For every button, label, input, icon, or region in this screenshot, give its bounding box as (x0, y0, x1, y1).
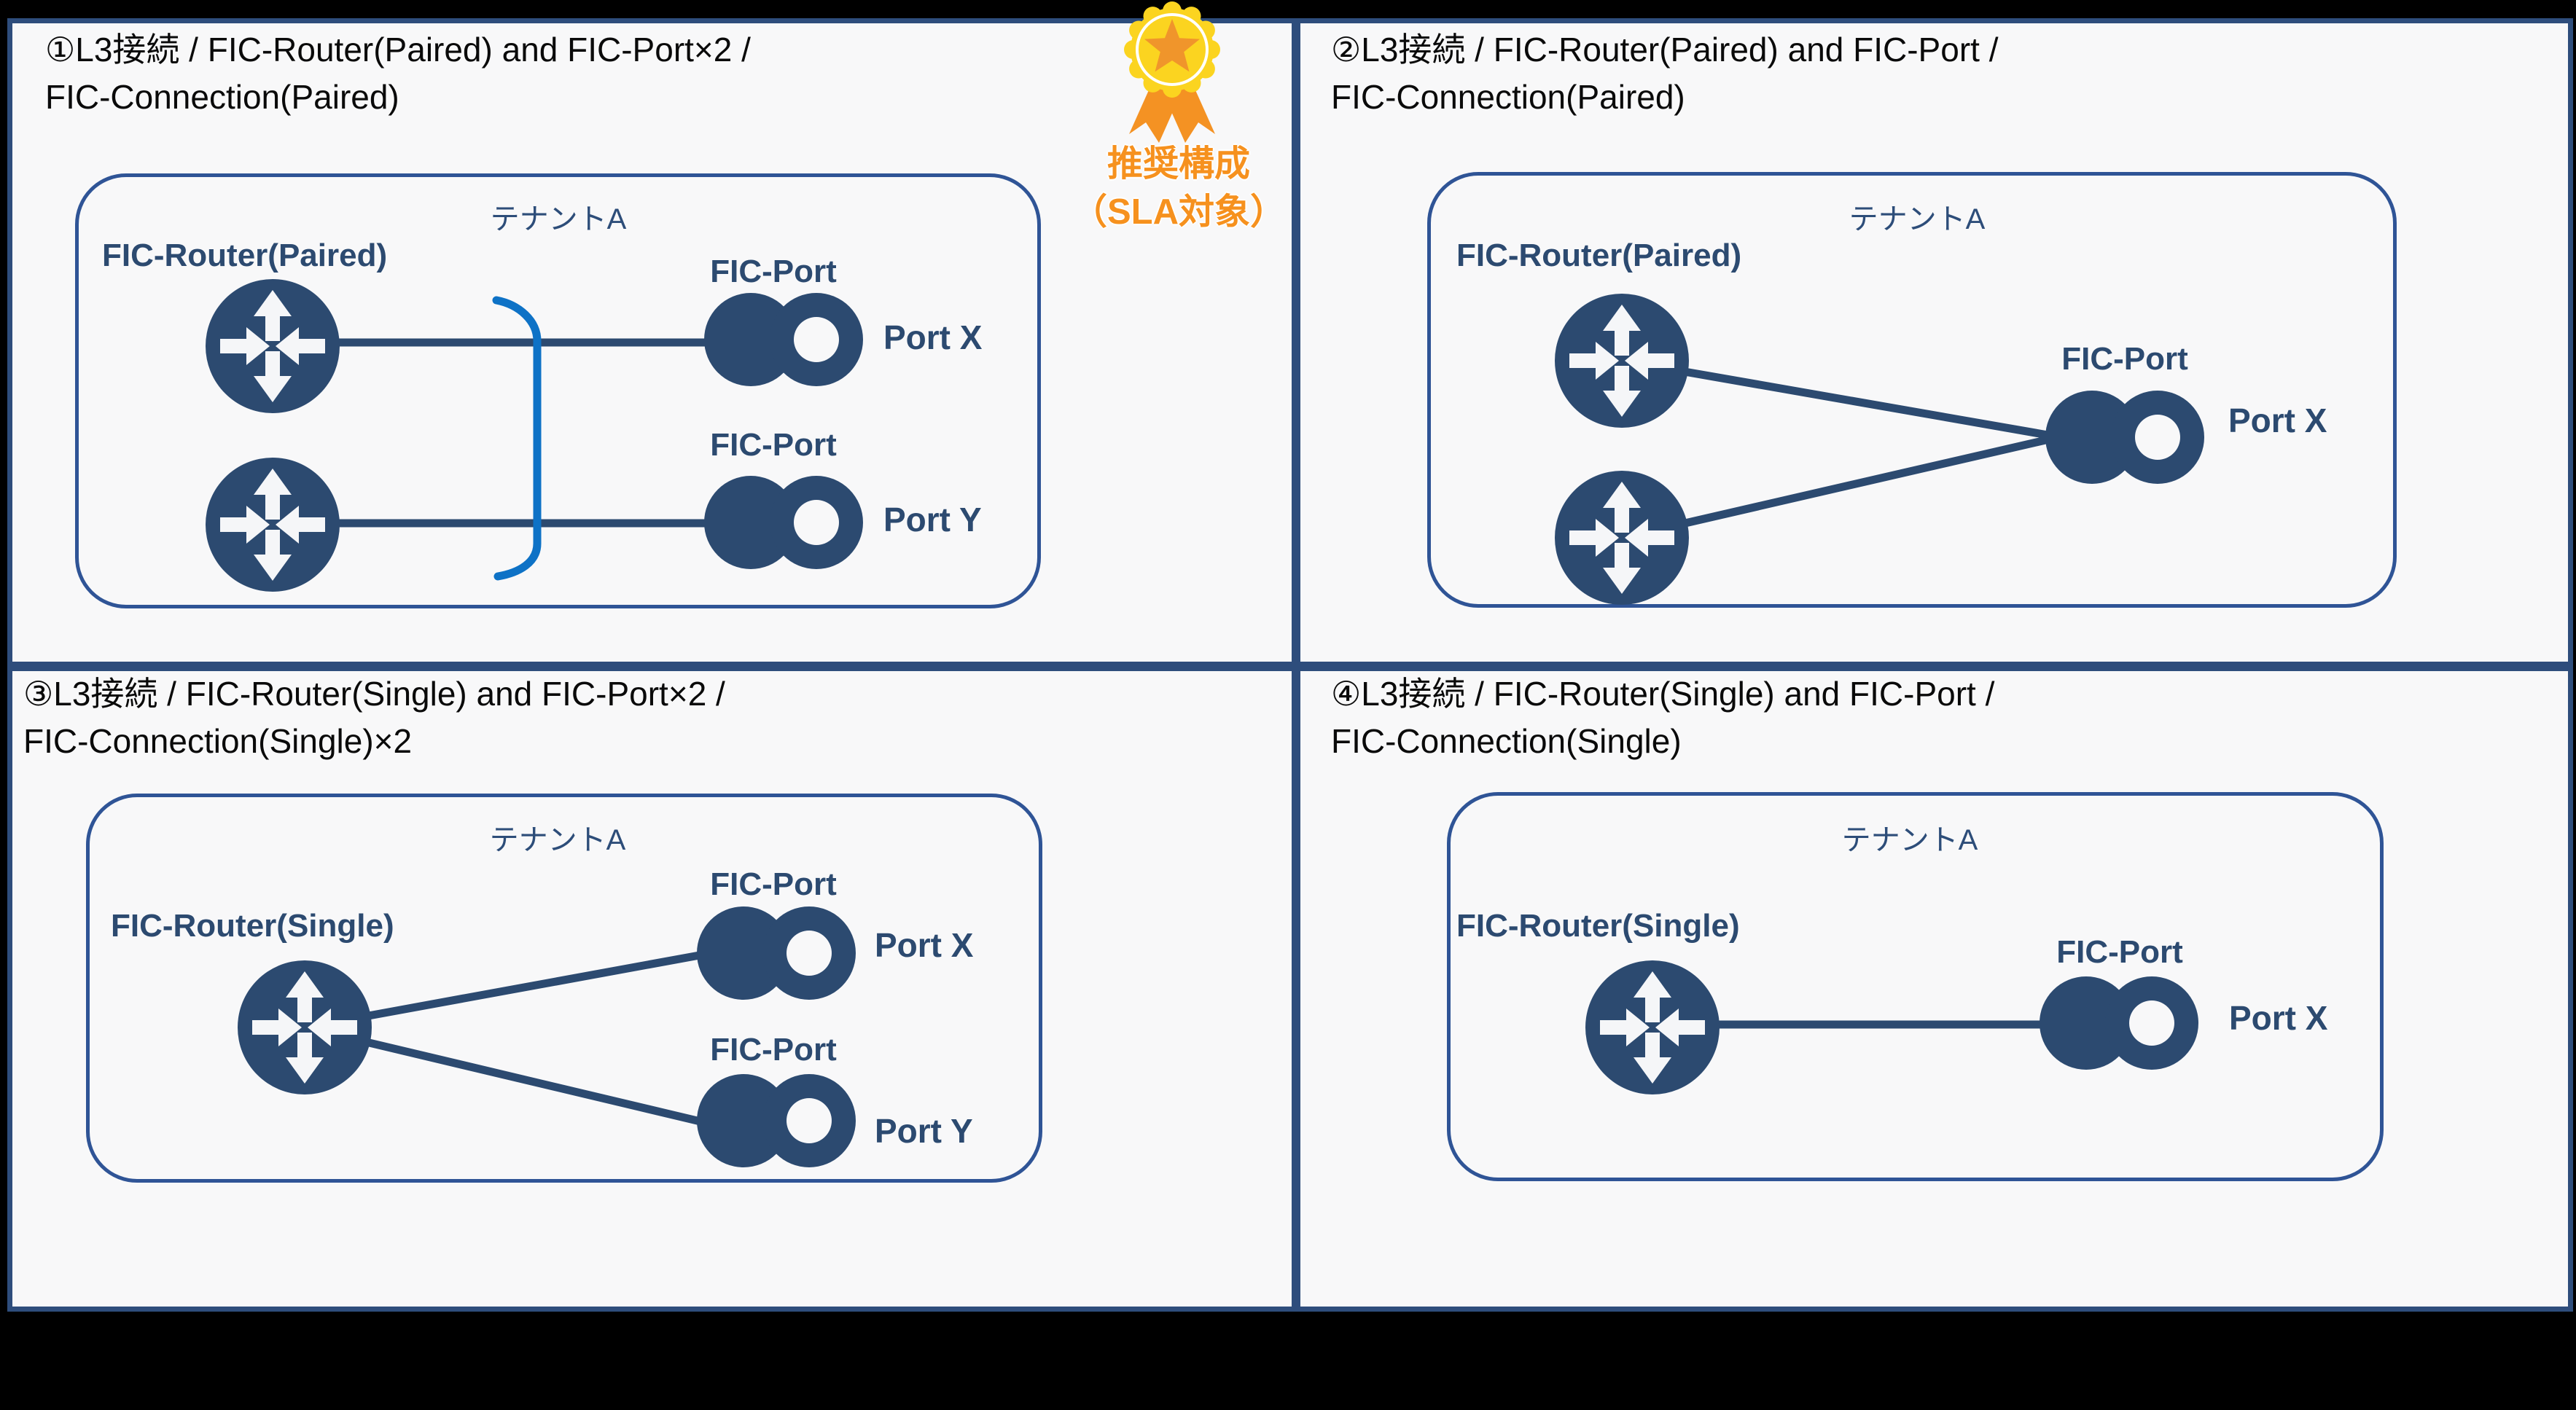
panel-4-title-line1: ④L3接続 / FIC-Router(Single) and FIC-Port … (1331, 675, 1995, 713)
router-label: FIC-Router(Single) (1456, 908, 1740, 944)
horizontal-divider (7, 662, 2573, 671)
tenant-box-panel-2 (1427, 172, 2397, 608)
port-label: FIC-Port (2056, 934, 2183, 970)
router-icon (1554, 293, 1690, 428)
tenant-label: テナントA (1841, 824, 1978, 856)
port-name: Port X (875, 926, 974, 964)
panel-1-title: ①L3接続 / FIC-Router(Paired) and FIC-Port×… (45, 26, 751, 121)
panel-3-title-line1: ③L3接続 / FIC-Router(Single) and FIC-Port×… (23, 675, 725, 713)
medal-icon (1124, 1, 1220, 143)
router-icon (205, 278, 340, 414)
port-icon (696, 1073, 856, 1168)
port-icon (696, 906, 856, 1000)
panel-2-title-line1: ②L3接続 / FIC-Router(Paired) and FIC-Port … (1331, 31, 1999, 68)
port-name: Port X (883, 318, 983, 356)
router-label: FIC-Router(Single) (111, 908, 394, 944)
panel-1-title-line1: ①L3接続 / FIC-Router(Paired) and FIC-Port×… (45, 31, 751, 68)
router-icon (205, 457, 340, 592)
panel-2-title-line2: FIC-Connection(Paired) (1331, 78, 1685, 116)
router-icon (1554, 470, 1690, 606)
panel-3-title-line2: FIC-Connection(Single)×2 (23, 722, 413, 760)
tenant-box-panel-4 (1447, 792, 2384, 1181)
tenant-label: テナントA (490, 203, 627, 235)
port-label: FIC-Port (710, 254, 837, 289)
panel-2-title: ②L3接続 / FIC-Router(Paired) and FIC-Port … (1331, 26, 1999, 121)
tenant-box-panel-3 (86, 794, 1042, 1183)
port-name: Port Y (875, 1112, 973, 1150)
tenant-box-panel-1 (75, 173, 1041, 608)
port-label: FIC-Port (710, 1032, 837, 1068)
port-icon (2039, 976, 2199, 1070)
port-label: FIC-Port (2061, 341, 2188, 377)
panel-4-title: ④L3接続 / FIC-Router(Single) and FIC-Port … (1331, 670, 1994, 765)
panel-1-title-line2: FIC-Connection(Paired) (45, 78, 399, 116)
badge-line2: （SLA対象） (1071, 192, 1286, 232)
router-icon (1585, 960, 1720, 1095)
tenant-label: テナントA (1849, 203, 1986, 235)
router-label: FIC-Router(Paired) (1456, 238, 1742, 273)
port-icon (2045, 390, 2205, 485)
recommended-badge-text: 推奨構成 （SLA対象） (1069, 140, 1288, 236)
router-label: FIC-Router(Paired) (102, 238, 388, 273)
port-name: Port Y (883, 501, 982, 538)
port-name: Port X (2229, 999, 2328, 1037)
port-icon (703, 292, 864, 387)
router-icon (237, 960, 372, 1095)
panel-4-title-line2: FIC-Connection(Single) (1331, 722, 1682, 760)
port-label: FIC-Port (710, 866, 837, 902)
tenant-label: テナントA (489, 824, 626, 856)
panel-3-title: ③L3接続 / FIC-Router(Single) and FIC-Port×… (23, 670, 725, 765)
port-icon (703, 475, 864, 570)
port-label: FIC-Port (710, 427, 837, 463)
port-name: Port X (2228, 402, 2327, 439)
badge-line1: 推奨構成 (1106, 144, 1250, 184)
